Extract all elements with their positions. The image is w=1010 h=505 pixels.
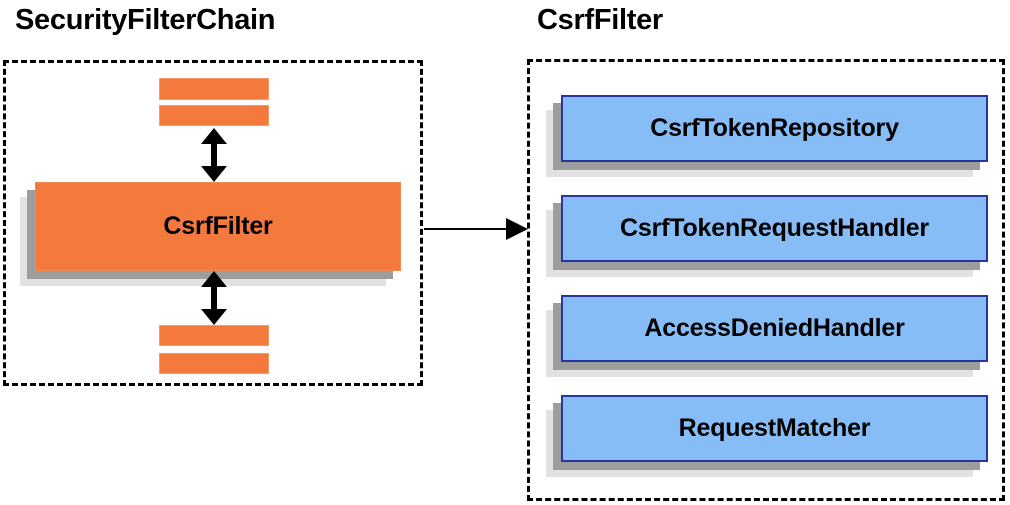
arrow-shaft xyxy=(211,284,217,312)
connector-arrow xyxy=(424,218,528,240)
node-csrf-token-repository[interactable]: CsrfTokenRepository xyxy=(546,95,988,177)
node-label-request-matcher: RequestMatcher xyxy=(678,414,871,442)
node-access-denied-handler[interactable]: AccessDeniedHandler xyxy=(546,295,988,377)
filter-strip-top-2 xyxy=(159,105,269,126)
filter-strip-top-1 xyxy=(159,78,269,100)
arrowhead-down-icon xyxy=(201,309,227,325)
filter-strip-bottom-2 xyxy=(159,353,269,374)
arrow-up-down-above-csrffilter xyxy=(201,128,227,182)
node-label-csrf-token-repository: CsrfTokenRepository xyxy=(650,114,899,142)
node-face: CsrfTokenRequestHandler xyxy=(561,195,988,262)
node-csrffilter[interactable]: CsrfFilter xyxy=(20,182,401,286)
csrffilter-container xyxy=(527,59,1005,501)
arrowhead-up-icon xyxy=(201,271,227,287)
node-label-csrf-token-request-handler: CsrfTokenRequestHandler xyxy=(620,214,929,242)
node-face: AccessDeniedHandler xyxy=(561,295,988,362)
page-title-security-filter-chain: SecurityFilterChain xyxy=(15,4,276,36)
security-filter-chain-container xyxy=(3,60,423,386)
node-label-access-denied-handler: AccessDeniedHandler xyxy=(644,314,905,342)
node-label-csrffilter: CsrfFilter xyxy=(163,212,273,240)
filter-strip-bottom-1 xyxy=(159,325,269,346)
arrowhead-down-icon xyxy=(201,166,227,182)
arrow-shaft xyxy=(424,228,510,230)
page-title-csrffilter: CsrfFilter xyxy=(537,4,663,36)
node-face: CsrfTokenRepository xyxy=(561,95,988,162)
arrowhead-up-icon xyxy=(201,128,227,144)
arrow-up-down-below-csrffilter xyxy=(201,271,227,325)
node-csrf-token-request-handler[interactable]: CsrfTokenRequestHandler xyxy=(546,195,988,277)
node-face: CsrfFilter xyxy=(35,182,401,271)
node-request-matcher[interactable]: RequestMatcher xyxy=(546,395,988,477)
arrowhead-right-icon xyxy=(506,218,528,240)
arrow-shaft xyxy=(211,141,217,169)
node-face: RequestMatcher xyxy=(561,395,988,462)
